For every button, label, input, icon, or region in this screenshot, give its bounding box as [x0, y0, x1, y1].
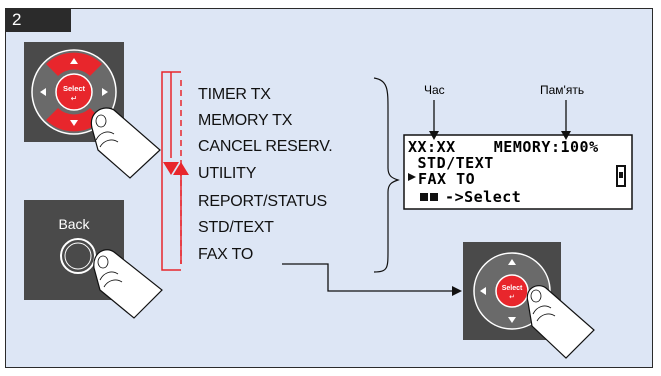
time-label: Час	[424, 83, 445, 97]
menu-item: CANCEL RESERV.	[198, 138, 332, 156]
brace	[374, 78, 398, 272]
finger-icon	[91, 108, 160, 178]
enter-icon: ↵	[509, 294, 515, 301]
connector-arrow-icon	[452, 286, 462, 296]
back-key-label: Back	[58, 216, 90, 232]
menu-item: REPORT/STATUS	[198, 193, 327, 211]
menu-item-selected: FAX TO	[198, 246, 253, 264]
menu-item: STD/TEXT	[198, 219, 274, 237]
scroll-indicator	[162, 72, 189, 270]
enter-icon: ↵	[71, 94, 78, 103]
finger-icon	[94, 250, 162, 318]
menu-item: MEMORY TX	[198, 112, 292, 130]
menu-item: UTILITY	[198, 165, 256, 183]
lcd-line-3: ->Select	[426, 188, 521, 206]
memory-label: Пам'ять	[540, 83, 584, 97]
menu-item: TIMER TX	[198, 86, 271, 104]
select-key-label: Select	[63, 84, 86, 93]
select-key-label: Select	[502, 285, 523, 292]
connector-line	[282, 264, 456, 291]
lcd-line-2: FAX TO	[418, 170, 475, 188]
